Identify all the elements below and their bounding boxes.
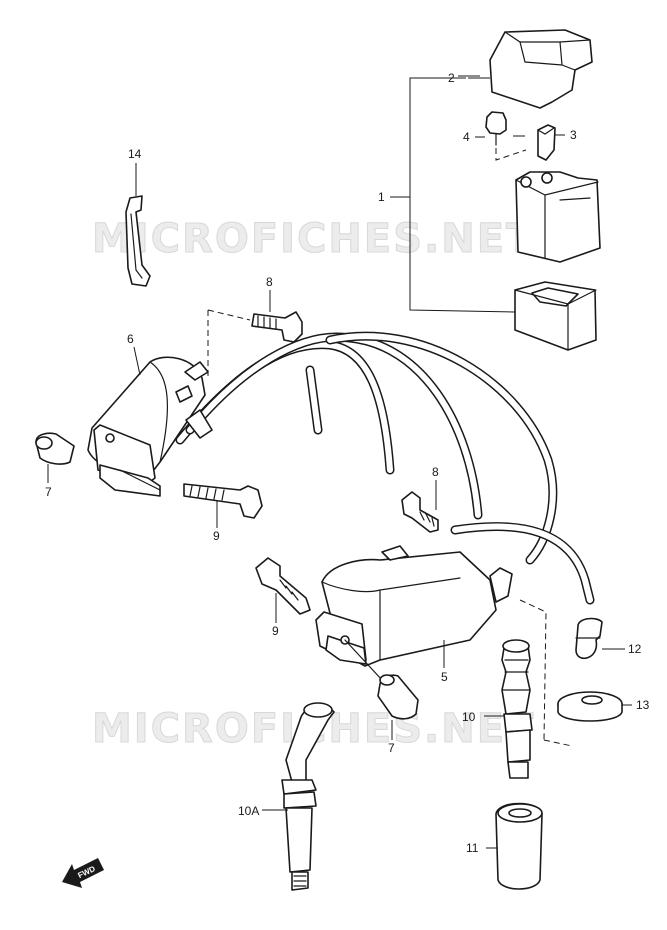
- forward-arrow-icon: [62, 858, 104, 888]
- callout-10A: 10A: [238, 804, 259, 818]
- plug-cap-cover: [495, 802, 543, 890]
- bolt-mid: [183, 483, 263, 519]
- plug-cap-angled: [281, 702, 335, 891]
- spacer-sleeve-upper: [35, 432, 161, 491]
- callout-7-lower: 7: [388, 741, 395, 755]
- callout-11: 11: [466, 841, 479, 855]
- bolt-lower: [255, 557, 311, 615]
- callout-4: 4: [463, 130, 470, 144]
- callout-8-upper: 8: [266, 275, 273, 289]
- wire-clamp: [125, 195, 151, 287]
- callout-8-right: 8: [432, 465, 439, 479]
- callout-12: 12: [628, 642, 642, 656]
- relay-rubber-mount: [514, 281, 597, 351]
- bolt-right: [401, 491, 439, 533]
- wire-grommet: [575, 617, 603, 660]
- plug-cap-straight: [501, 639, 533, 779]
- relay-bolt: [485, 111, 527, 161]
- forward-direction-badge: FWD: [62, 858, 104, 888]
- callout-10: 10: [462, 710, 476, 724]
- callout-9-lower: 9: [272, 624, 279, 638]
- watermark-top: MICROFICHES.NET: [92, 216, 535, 262]
- callout-7-upper: 7: [45, 485, 52, 499]
- ignition-wires: [175, 331, 595, 605]
- ignition-coil-upper: [87, 356, 213, 497]
- spacer-sleeve-lower: [377, 674, 419, 720]
- callout-6: 6: [127, 332, 134, 346]
- ignition-coil-lower: [315, 545, 513, 681]
- callout-13: 13: [636, 698, 650, 712]
- rubber-washer: [557, 691, 623, 722]
- callout-1: 1: [378, 190, 385, 204]
- callout-2: 2: [448, 71, 455, 85]
- callout-3: 3: [570, 128, 577, 142]
- bolt-upper: [251, 311, 303, 343]
- callout-14: 14: [128, 147, 142, 161]
- relay-cover: [489, 29, 593, 109]
- relay-fuse: [537, 124, 556, 161]
- starter-relay: [515, 171, 601, 263]
- callout-9-upper: 9: [213, 529, 220, 543]
- callout-5: 5: [441, 670, 448, 684]
